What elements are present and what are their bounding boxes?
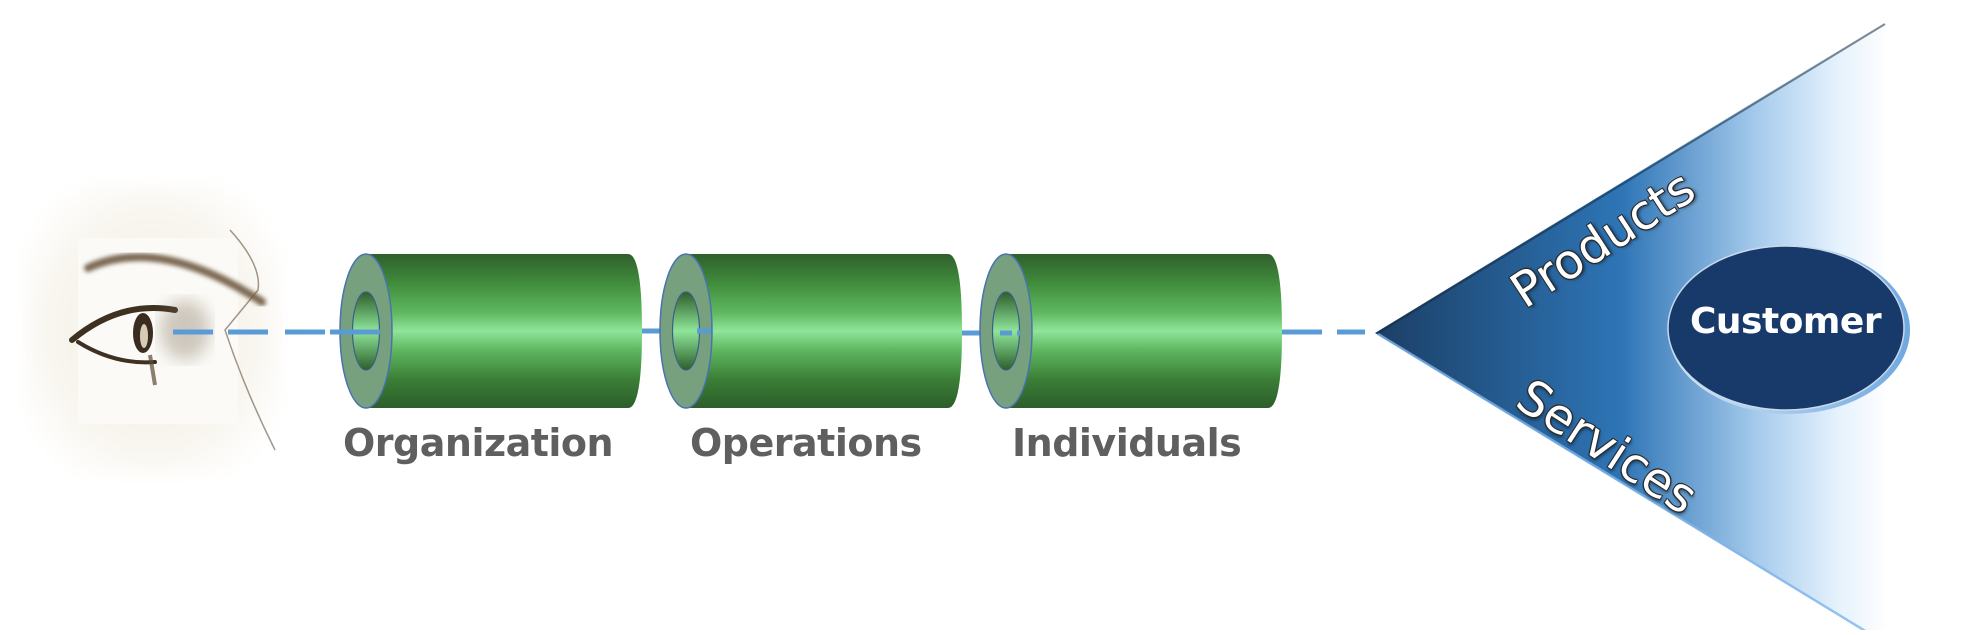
customer-ellipse (1667, 245, 1910, 414)
cylinder-operations (659, 253, 962, 409)
delivery-wedge (1375, 22, 1886, 635)
customer-label: Customer (1690, 301, 1882, 342)
cylinder-individuals (979, 253, 1282, 409)
cylinder-organization (330, 253, 642, 409)
stage-label-organization: Organization (343, 421, 614, 465)
stage-label-individuals: Individuals (1012, 421, 1242, 465)
stage-label-operations: Operations (690, 421, 922, 465)
